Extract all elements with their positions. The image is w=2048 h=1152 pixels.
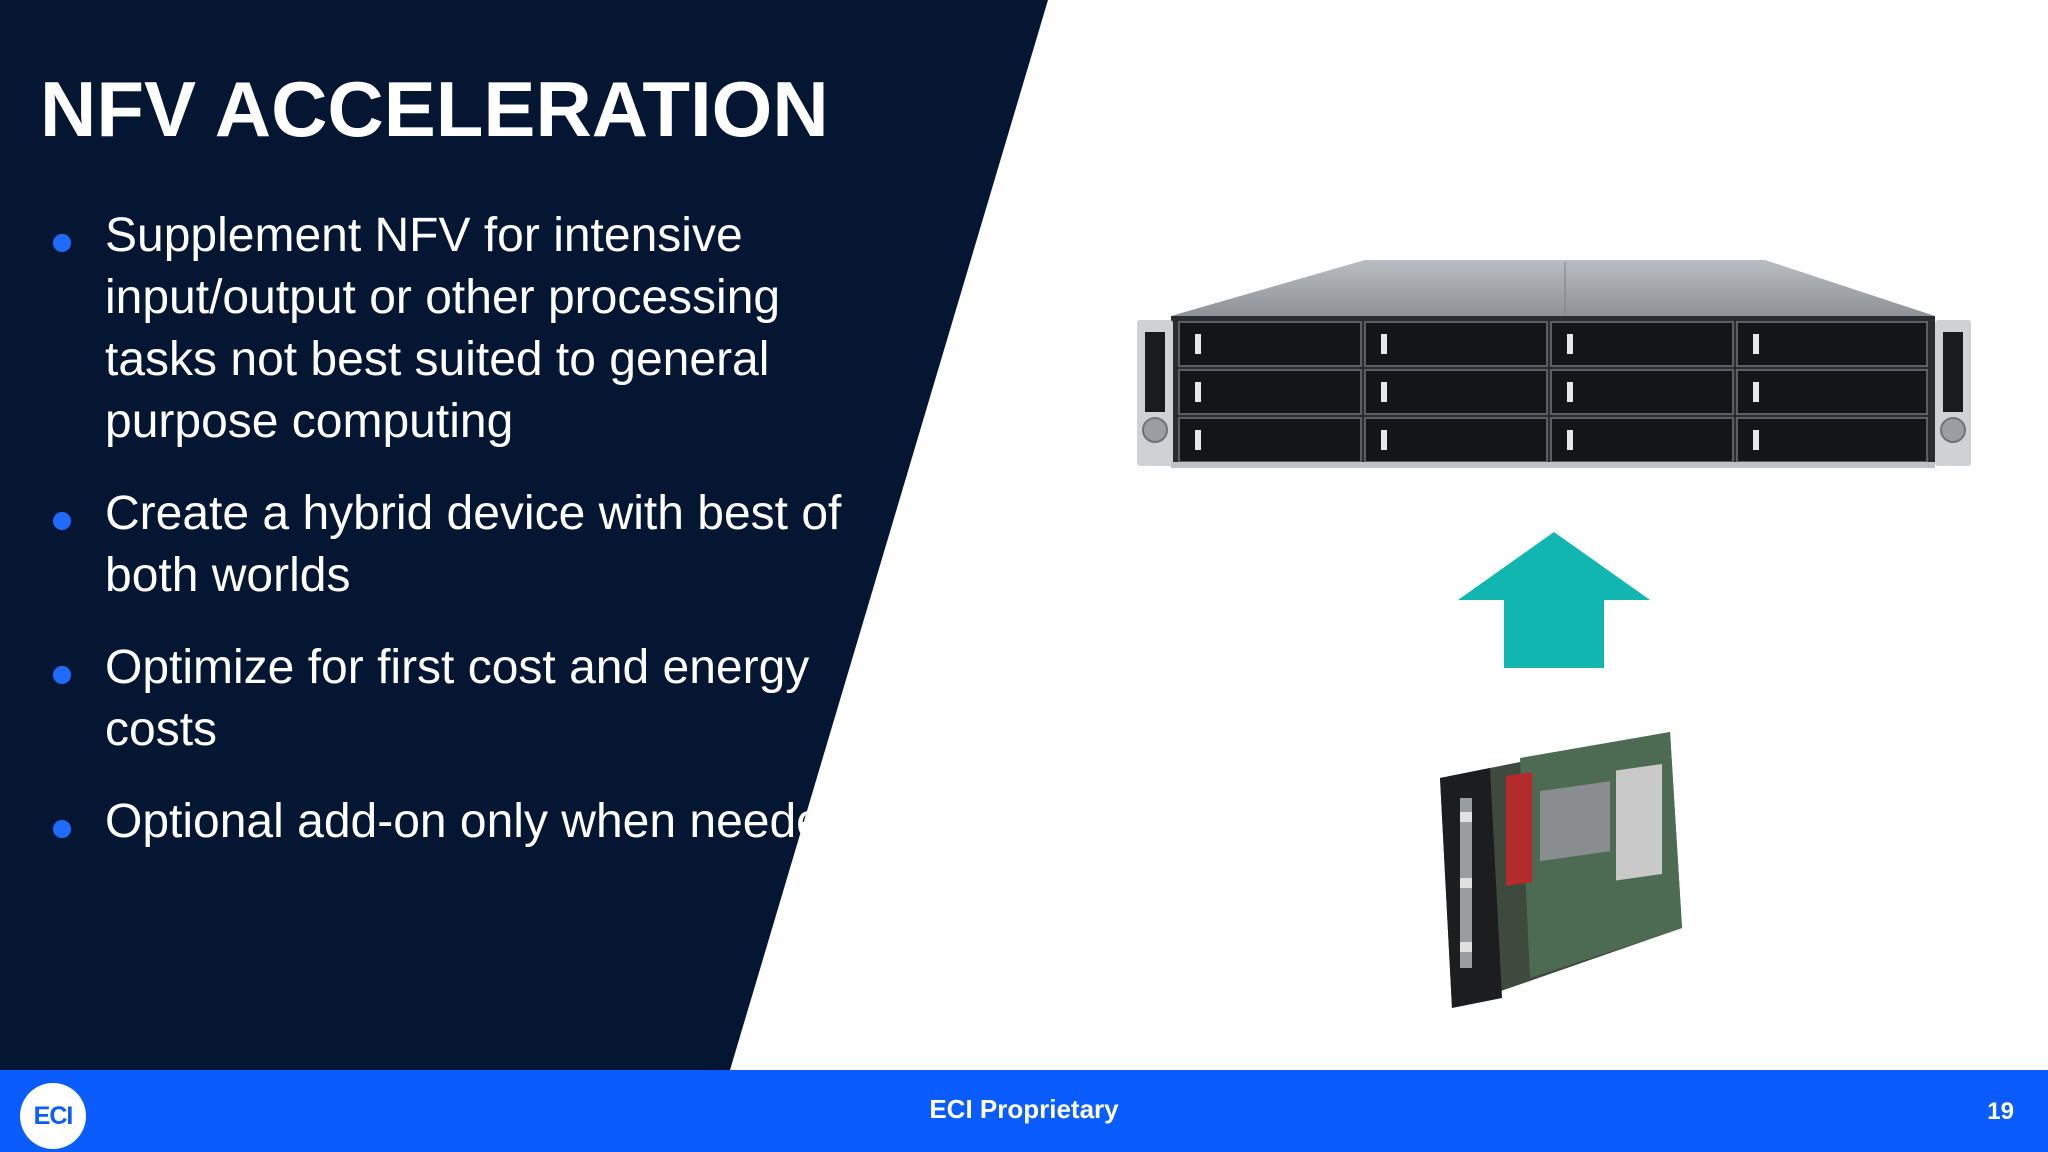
bullet-text: Supplement NFV for intensive input/outpu… [105,209,781,448]
bullet-text: Optional add-on only when needed [105,795,850,848]
bullet-item: Supplement NFV for intensive input/outpu… [0,205,900,453]
slide-title: NFV ACCELERATION [40,65,829,153]
bullet-dot-icon [53,234,71,252]
bullet-text: Optimize for first cost and energy costs [105,641,810,756]
bullet-text: Create a hybrid device with best of both… [105,487,842,602]
bullet-dot-icon [53,820,71,838]
bullet-item: Optional add-on only when needed [0,791,900,853]
blade-card-image [1440,732,1682,1008]
bullet-dot-icon [53,512,71,530]
rack-server-image [1137,260,1971,468]
footer-bar [0,1070,2048,1152]
bullet-item: Optimize for first cost and energy costs [0,637,900,761]
page-number: 19 [1987,1098,2014,1125]
bullet-item: Create a hybrid device with best of both… [0,483,900,607]
bullet-dot-icon [53,666,71,684]
footer-proprietary-label: ECI Proprietary [929,1094,1119,1124]
up-arrow-icon [1458,532,1650,668]
eci-logo: ECI [20,1083,86,1149]
bullet-list: Supplement NFV for intensive input/outpu… [0,205,900,883]
